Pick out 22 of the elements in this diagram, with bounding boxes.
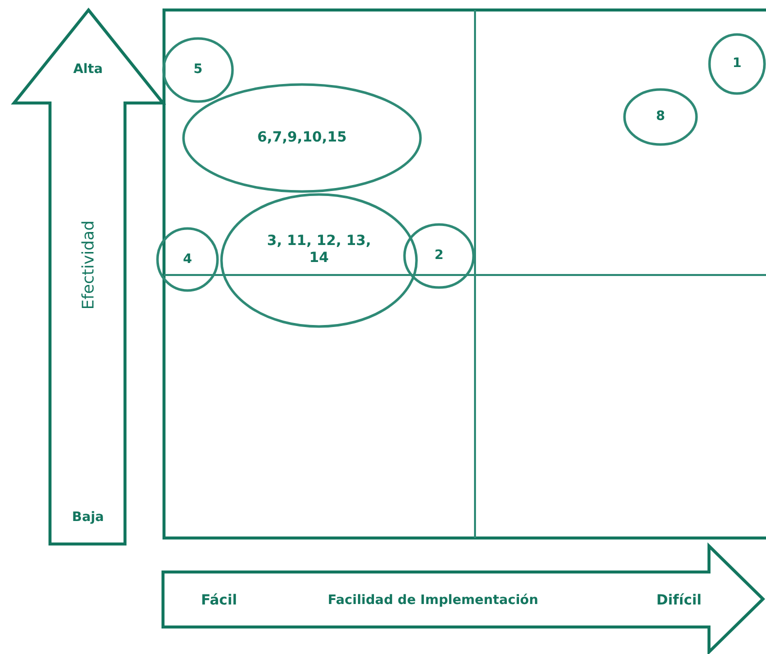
horizontal-axis-arrow	[161, 544, 765, 654]
item-number: 4	[182, 252, 192, 268]
item-number: 3, 11, 12, 13, 14	[266, 233, 372, 267]
axis-title: Facilidad de Implementación	[328, 593, 538, 609]
item-bubble	[623, 88, 698, 146]
vertical-axis-arrow	[12, 8, 165, 546]
item-number: 5	[193, 62, 203, 78]
item-number: 1	[732, 56, 742, 72]
item-bubble	[182, 83, 422, 193]
axis-end-label: Difícil	[656, 592, 702, 610]
item-bubble	[403, 223, 475, 289]
axis-end-label: Baja	[72, 510, 104, 526]
item-number: 8	[656, 109, 666, 125]
item-number: 6,7,9,10,15	[257, 130, 347, 146]
axis-end-label: Alta	[73, 62, 103, 78]
item-number: 2	[434, 248, 444, 264]
item-bubble	[708, 33, 766, 95]
item-bubble	[162, 37, 234, 103]
axis-end-label: Fácil	[200, 592, 238, 610]
item-bubble	[220, 193, 418, 328]
axis-title: Efectividad	[78, 220, 98, 310]
item-bubble	[156, 227, 219, 292]
